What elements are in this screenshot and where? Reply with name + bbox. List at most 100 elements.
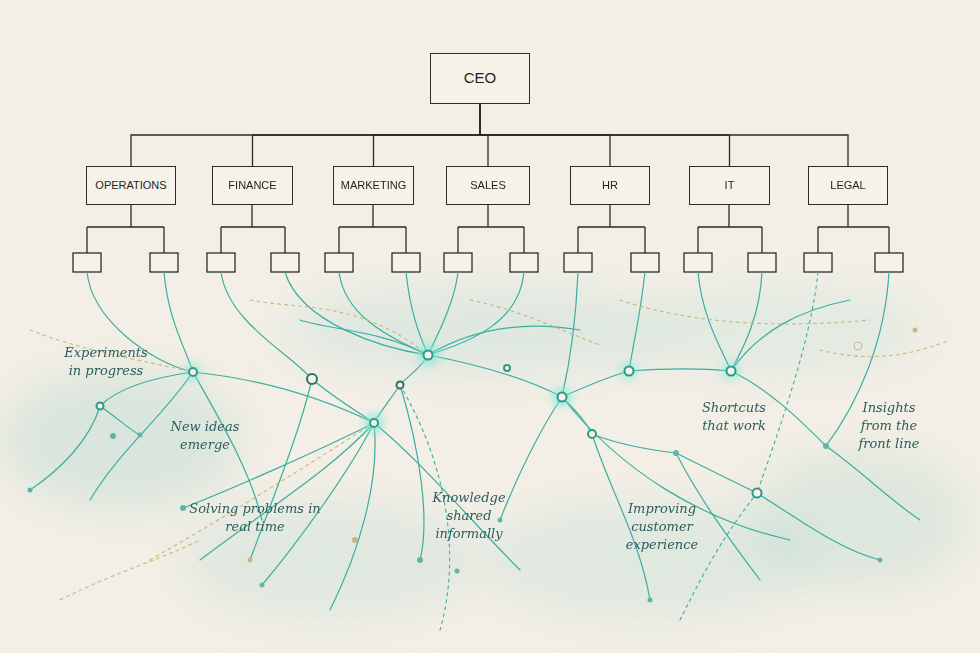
annotation-note: Improving customer experience: [621, 500, 703, 554]
hub-glow: [552, 387, 572, 407]
bracket: [458, 205, 524, 253]
org-connector: [480, 104, 730, 166]
sub-box: [875, 253, 903, 272]
box-text: SALES: [470, 179, 505, 191]
network-line: [339, 272, 428, 355]
network-line: [592, 434, 650, 600]
sub-box: [150, 253, 178, 272]
department-box: OPERATIONS: [86, 166, 176, 205]
network-line: [757, 493, 880, 560]
department-box: MARKETING: [333, 166, 414, 205]
network-line: [100, 406, 140, 435]
executive-box: CEO: [430, 53, 530, 104]
hub-glow: [364, 413, 384, 433]
sub-boxes: [73, 253, 903, 272]
network-line: [300, 320, 428, 355]
network-line: [428, 272, 524, 355]
hub: [727, 367, 736, 376]
network-dots: [28, 328, 918, 603]
network-line: [500, 397, 562, 520]
department-box: IT: [689, 166, 770, 205]
bracket: [818, 205, 889, 253]
network-line: [406, 272, 428, 355]
hub: [424, 351, 433, 360]
org-connector: [253, 104, 481, 166]
bracket: [339, 205, 406, 253]
dot: [180, 505, 186, 511]
org-connector: [480, 104, 610, 166]
hub-ring-group: [97, 351, 762, 498]
hub-glow: [184, 363, 202, 381]
department-box: LEGAL: [808, 166, 888, 205]
hub: [588, 430, 596, 438]
network-line: [330, 423, 375, 610]
network-line: [193, 372, 374, 423]
sub-box: [510, 253, 538, 272]
dot: [28, 488, 33, 493]
sub-box: [444, 253, 472, 272]
org-connector: [480, 104, 848, 166]
sub-box: [748, 253, 776, 272]
wash-blob: [280, 285, 680, 375]
dot: [878, 558, 883, 563]
hub: [753, 489, 762, 498]
dashed-line: [470, 300, 600, 345]
department-box: HR: [570, 166, 650, 205]
box-text: LEGAL: [830, 179, 865, 191]
annotation-note: Experiments in progress: [58, 344, 154, 380]
sub-box: [73, 253, 101, 272]
network-line: [312, 379, 374, 423]
hub: [307, 374, 317, 384]
hub: [97, 403, 104, 410]
hub: [504, 365, 510, 371]
network-line: [826, 446, 920, 520]
wash-blob: [630, 285, 930, 375]
org-connector: [480, 104, 488, 166]
hub: [558, 393, 567, 402]
network-lines: [30, 272, 920, 610]
network-line: [629, 369, 731, 371]
bracket: [578, 205, 645, 253]
bracket: [698, 205, 762, 253]
sub-box: [207, 253, 235, 272]
dot: [248, 558, 253, 563]
network-line: [183, 423, 374, 508]
network-line: [676, 453, 757, 493]
dashed-line: [400, 385, 450, 630]
network-line: [221, 272, 312, 379]
annotation-note: Knowledge shared informally: [429, 489, 509, 543]
network-line: [731, 272, 762, 371]
network-line: [90, 372, 193, 500]
dot: [110, 433, 116, 439]
dot: [352, 537, 358, 543]
watercolor-wash: [0, 285, 970, 620]
hub: [189, 368, 197, 376]
network-line: [285, 272, 428, 355]
hub: [625, 367, 634, 376]
dashed-lines: [30, 272, 950, 630]
network-line: [629, 272, 645, 371]
network-line: [428, 326, 580, 355]
bracket: [221, 205, 285, 253]
network-hubs: [97, 344, 762, 498]
annotation-note: Shortcuts that work: [694, 399, 774, 435]
network-line: [428, 355, 562, 397]
annotation-note: New ideas emerge: [160, 418, 250, 454]
sub-box: [271, 253, 299, 272]
network-line: [562, 397, 790, 540]
dashed-line: [820, 340, 950, 357]
hub-glow: [417, 344, 439, 366]
sub-brackets: [87, 205, 889, 253]
dot: [823, 443, 829, 449]
box-text: IT: [725, 179, 735, 191]
dot: [498, 518, 503, 523]
network-line: [562, 371, 629, 397]
network-line: [731, 300, 850, 371]
department-box: FINANCE: [212, 166, 293, 205]
dot: [455, 569, 460, 574]
network-line: [562, 272, 578, 397]
dashed-line: [620, 300, 870, 324]
box-text: OPERATIONS: [95, 179, 166, 191]
annotation-note: Insights from the front line: [849, 399, 929, 453]
